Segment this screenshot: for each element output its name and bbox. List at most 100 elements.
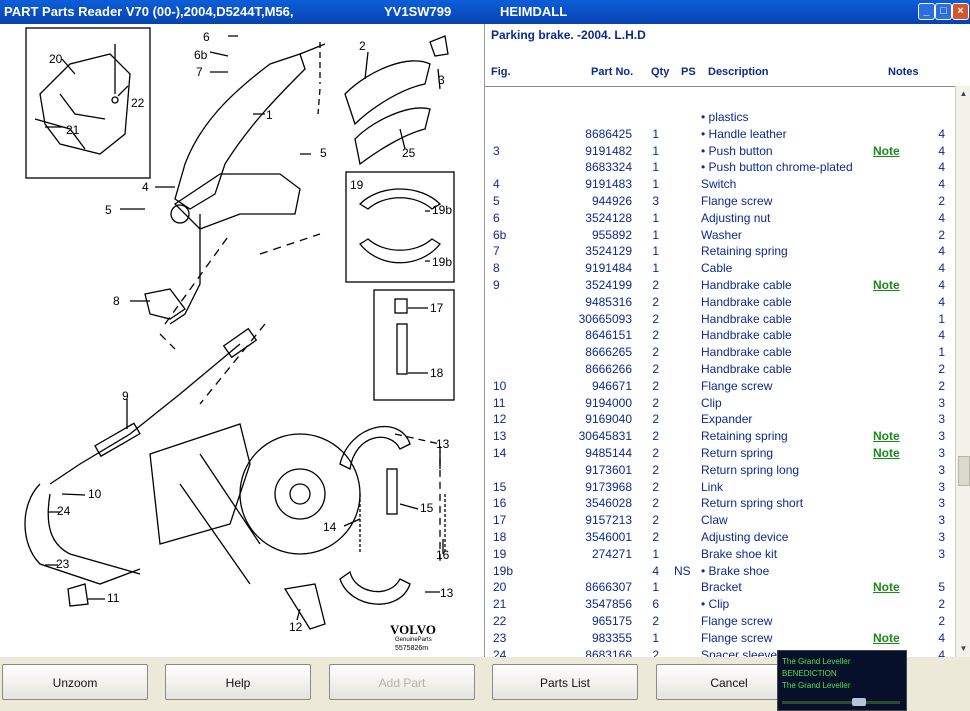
add-part-button[interactable]: Add Part (329, 664, 475, 700)
genuine-parts-text: GenuineParts (395, 637, 432, 643)
row-description: Link (701, 479, 724, 494)
media-player-widget[interactable]: The Grand Leveller BENEDICTION The Grand… (777, 650, 907, 711)
maximize-button[interactable]: □ (935, 3, 952, 20)
row-part-number: 944926 (591, 194, 632, 208)
row-description: Handbrake cable (701, 345, 792, 360)
callout-1[interactable]: 1 (266, 108, 273, 122)
callout-7[interactable]: 7 (196, 65, 203, 79)
callout-15[interactable]: 15 (420, 501, 434, 515)
window-title-dealer: HEIMDALL (500, 4, 568, 19)
note-link[interactable]: Note (873, 429, 900, 444)
table-row[interactable]: • plastics (485, 109, 955, 126)
callout-19b-top[interactable]: 19b (432, 203, 452, 217)
callout-5-lower[interactable]: 5 (105, 203, 112, 217)
callout-24[interactable]: 24 (57, 504, 71, 518)
row-notes-value: 4 (938, 647, 945, 658)
row-description: Bracket (701, 580, 742, 595)
note-link[interactable]: Note (873, 446, 900, 460)
col-header-fig[interactable]: Fig. (491, 66, 511, 78)
close-button[interactable]: × (952, 3, 969, 20)
col-header-ps[interactable]: PS (681, 66, 696, 78)
parking-brake-diagram[interactable]: 20 22 21 6 6b 7 1 2 3 25 5 4 5 19 19b 19… (0, 24, 484, 657)
callout-22[interactable]: 22 (131, 96, 145, 110)
callout-19b-bottom[interactable]: 19b (432, 255, 452, 269)
scroll-up-arrow-icon[interactable]: ▲ (959, 89, 968, 98)
col-header-notes[interactable]: Notes (888, 66, 919, 78)
callout-3[interactable]: 3 (438, 73, 445, 87)
callout-9[interactable]: 9 (122, 389, 129, 403)
note-link[interactable]: Note (873, 580, 900, 595)
callout-25[interactable]: 25 (402, 146, 416, 160)
callout-4[interactable]: 4 (142, 180, 149, 194)
media-progress-handle[interactable] (852, 698, 866, 706)
callout-16[interactable]: 16 (436, 548, 450, 562)
note-link[interactable]: Note (873, 143, 900, 158)
help-button[interactable]: Help (165, 664, 311, 700)
row-quantity: 1 (652, 546, 659, 561)
callout-6b[interactable]: 6b (194, 48, 208, 62)
row-part-number: 8666266 (585, 362, 632, 376)
col-header-qty[interactable]: Qty (651, 66, 670, 78)
col-header-part-no[interactable]: Part No. (591, 66, 634, 78)
callout-12[interactable]: 12 (289, 620, 303, 634)
callout-5-upper[interactable]: 5 (320, 146, 327, 160)
callout-21[interactable]: 21 (66, 123, 80, 137)
callout-13-lower[interactable]: 13 (440, 586, 454, 600)
parts-scrollbar[interactable]: ▲ ▼ (955, 86, 970, 657)
unzoom-button[interactable]: Unzoom (2, 664, 148, 700)
scroll-down-arrow-icon[interactable]: ▼ (959, 644, 968, 653)
callout-2[interactable]: 2 (359, 39, 366, 53)
callout-18[interactable]: 18 (430, 366, 444, 380)
callout-19[interactable]: 19 (350, 178, 364, 192)
scroll-thumb[interactable] (958, 456, 970, 486)
col-header-description[interactable]: Description (708, 66, 769, 78)
callout-11[interactable]: 11 (107, 591, 120, 605)
callout-14[interactable]: 14 (323, 520, 337, 534)
callout-20[interactable]: 20 (49, 52, 63, 66)
exploded-diagram-pane[interactable]: 20 22 21 6 6b 7 1 2 3 25 5 4 5 19 19b 19… (0, 24, 485, 657)
callout-8[interactable]: 8 (113, 294, 120, 308)
parts-list-button[interactable]: Parts List (492, 664, 638, 700)
callout-17[interactable]: 17 (430, 301, 444, 315)
note-link[interactable]: Note (873, 630, 900, 645)
minimize-button[interactable]: _ (918, 3, 935, 20)
note-link[interactable]: Note (873, 278, 900, 292)
media-progress-track[interactable] (782, 701, 900, 704)
callout-10[interactable]: 10 (88, 487, 102, 501)
callout-6[interactable]: 6 (203, 30, 210, 44)
callout-13-upper[interactable]: 13 (436, 437, 450, 451)
callout-23[interactable]: 23 (56, 557, 70, 571)
